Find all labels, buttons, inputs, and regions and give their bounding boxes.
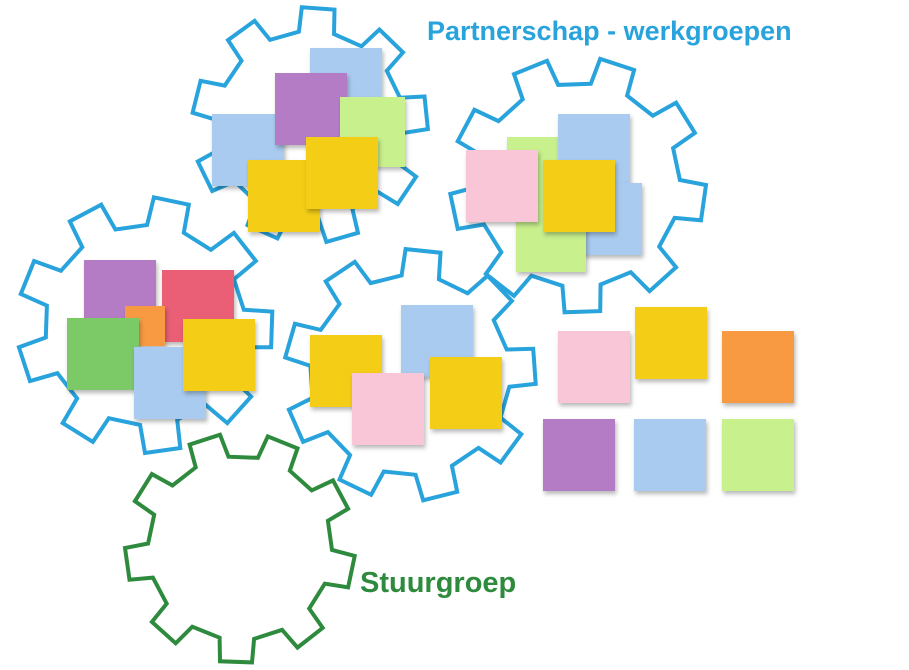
- gear-left-sticky-note: [67, 318, 139, 390]
- loose-sticky-note: [558, 331, 630, 403]
- gear-top-sticky-note: [275, 73, 347, 145]
- gear-right-sticky-note: [466, 150, 538, 222]
- gear-top-sticky-note: [306, 137, 378, 209]
- gear-right-sticky-note: [543, 160, 615, 232]
- partnerschap-werkgroepen-title: Partnerschap - werkgroepen: [427, 16, 792, 46]
- loose-sticky-note: [543, 419, 615, 491]
- loose-sticky-note: [635, 307, 707, 379]
- loose-sticky-note: [722, 419, 794, 491]
- gear-center-sticky-note: [352, 373, 424, 445]
- gear-center-sticky-note: [430, 357, 502, 429]
- loose-sticky-note: [634, 419, 706, 491]
- gear-left-sticky-note: [183, 319, 255, 391]
- stuurgroep-title: Stuurgroep: [360, 567, 517, 599]
- loose-sticky-note: [722, 331, 794, 403]
- gear-stuurgroep-icon: [122, 432, 358, 665]
